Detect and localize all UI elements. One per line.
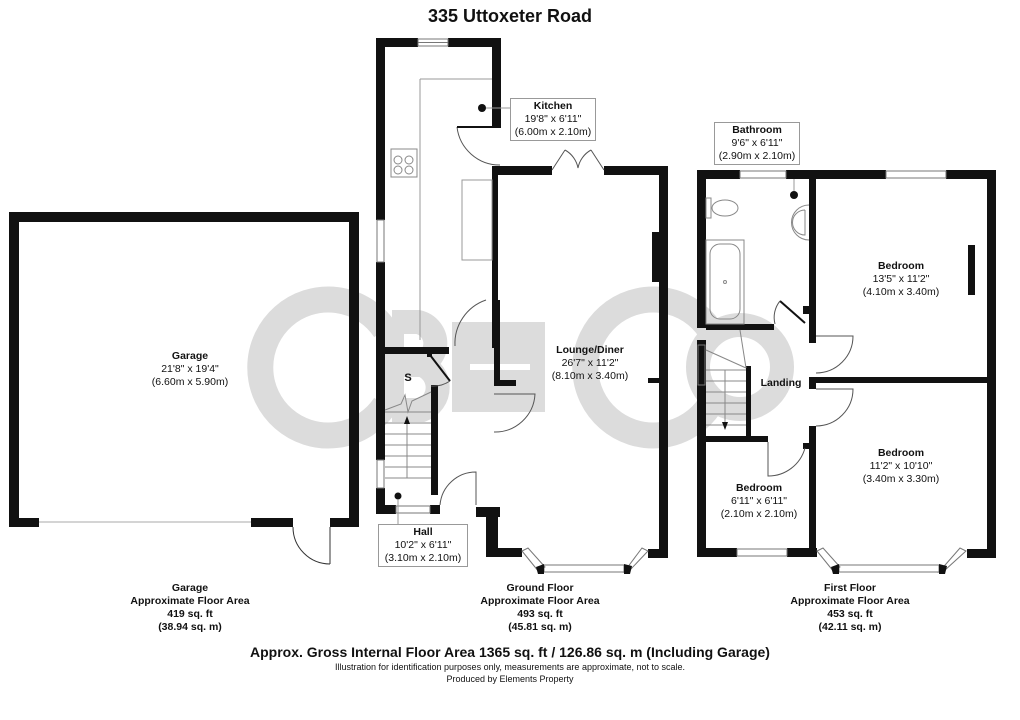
boiler-icon (478, 104, 486, 112)
floor-sqm: (45.81 sq. m) (508, 621, 572, 634)
room-metric: (2.10m x 2.10m) (720, 508, 798, 521)
front-door-step (395, 505, 431, 514)
lounge-door-swing (454, 299, 487, 347)
room-metric: (6.00m x 2.10m) (514, 126, 592, 139)
room-name: Bedroom (877, 260, 925, 272)
hall-to-lounge-door-swing (493, 393, 536, 433)
floor-subtitle: Approximate Floor Area (480, 595, 600, 608)
toilet-icon (705, 197, 739, 219)
room-imperial: 11'2" x 10'10" (869, 460, 933, 473)
stairs-up-arrow (404, 416, 410, 424)
storage-door (429, 354, 451, 382)
lounge-french-doors (551, 149, 605, 171)
room-name: Hall (413, 526, 433, 538)
room-label-hall: Hall 10'2" x 6'11" (3.10m x 2.10m) (378, 524, 468, 568)
floor-area-ground: Ground Floor Approximate Floor Area 493 … (440, 582, 640, 635)
room-name: Garage (171, 350, 209, 362)
floor-subtitle: Approximate Floor Area (130, 595, 250, 608)
kitchen-side-window (376, 219, 385, 263)
kitchen-window (417, 38, 449, 47)
room-label-bedroom-2: Bedroom 11'2" x 10'10" (3.40m x 3.30m) (846, 447, 956, 486)
bathroom-door (779, 300, 806, 324)
room-imperial: 19'8" x 6'11" (524, 113, 582, 126)
floor-area-first: First Floor Approximate Floor Area 453 s… (750, 582, 950, 635)
first-floor-walls (697, 170, 996, 558)
room-imperial: 10'2" x 6'11" (394, 539, 452, 552)
page-title: 335 Uttoxeter Road (427, 6, 593, 26)
floor-sqm: (38.94 sq. m) (158, 621, 222, 634)
hall-side-window (376, 459, 385, 489)
bathroom-window (697, 170, 947, 557)
front-door-swing (439, 471, 477, 506)
room-name: Lounge/Diner (556, 344, 624, 356)
room-metric: (3.10m x 2.10m) (384, 552, 462, 565)
garage-side-door-swing (292, 526, 331, 565)
room-label-kitchen: Kitchen 19'8" x 6'11" (6.00m x 2.10m) (510, 98, 596, 142)
floor-sqft: 419 sq. ft (167, 608, 213, 621)
watermark-letter-o (686, 313, 794, 421)
room-name: Landing (760, 377, 802, 389)
hall-meter-icon (394, 492, 402, 500)
floor-sqft: 453 sq. ft (827, 608, 873, 621)
room-label-bedroom-3: Bedroom 6'11" x 6'11" (2.10m x 2.10m) (712, 482, 806, 521)
floor-sqm: (42.11 sq. m) (818, 621, 882, 634)
room-name: Bathroom (732, 124, 782, 136)
room-label-landing: Landing (756, 377, 806, 390)
garage-walls (9, 212, 359, 527)
first-floor-staircase (705, 329, 747, 426)
bedroom3-door-swing (767, 442, 806, 477)
room-label-storage: S (404, 372, 412, 384)
room-metric: (2.90m x 2.10m) (718, 150, 796, 163)
kitchen-worktop (419, 78, 492, 340)
room-metric: (4.10m x 3.40m) (862, 286, 940, 299)
room-name: Kitchen (533, 100, 573, 112)
ground-floor-walls (376, 38, 668, 558)
kitchen-fridge-space (461, 179, 493, 261)
floor-area-garage: Garage Approximate Floor Area 419 sq. ft… (100, 582, 280, 635)
room-label-bedroom-1: Bedroom 13'5" x 11'2" (4.10m x 3.40m) (846, 260, 956, 299)
room-metric: (8.10m x 3.40m) (551, 370, 629, 383)
room-imperial: 21'8" x 19'4" (161, 363, 219, 376)
room-label-lounge-diner: Lounge/Diner 26'7" x 11'2" (8.10m x 3.40… (535, 344, 645, 383)
room-label-bathroom: Bathroom 9'6" x 6'11" (2.90m x 2.10m) (714, 122, 800, 166)
bath-icon (705, 239, 745, 325)
stairs-down-arrow (722, 422, 728, 430)
room-imperial: 6'11" x 6'11" (730, 495, 788, 508)
floor-sqft: 493 sq. ft (517, 608, 563, 621)
ground-floor-staircase (384, 391, 432, 479)
floor-subtitle: Approximate Floor Area (790, 595, 910, 608)
bedroom2-door-swing (815, 388, 854, 427)
credit: Produced by Elements Property (446, 674, 574, 684)
floor-name: Garage (171, 582, 209, 594)
floor-name: Ground Floor (506, 582, 574, 594)
room-imperial: 13'5" x 11'2" (872, 273, 930, 286)
room-imperial: 9'6" x 6'11" (731, 137, 783, 150)
disclaimer: Illustration for identification purposes… (334, 662, 685, 672)
watermark-letter-b (380, 310, 450, 422)
room-imperial: 26'7" x 11'2" (561, 357, 619, 370)
room-metric: (3.40m x 3.30m) (862, 473, 940, 486)
bathroom-extractor-icon (790, 191, 798, 199)
room-name: Bedroom (735, 482, 783, 494)
room-metric: (6.60m x 5.90m) (151, 376, 229, 389)
basin-icon (791, 204, 810, 241)
hob-icon (390, 148, 418, 178)
gross-floor-area: Approx. Gross Internal Floor Area 1365 s… (250, 644, 770, 660)
room-label-garage: Garage 21'8" x 19'4" (6.60m x 5.90m) (120, 350, 260, 389)
kitchen-back-door-swing (456, 126, 501, 166)
bedroom1-door-swing (815, 335, 854, 374)
room-name: Bedroom (877, 447, 925, 459)
floor-name: First Floor (824, 582, 876, 594)
